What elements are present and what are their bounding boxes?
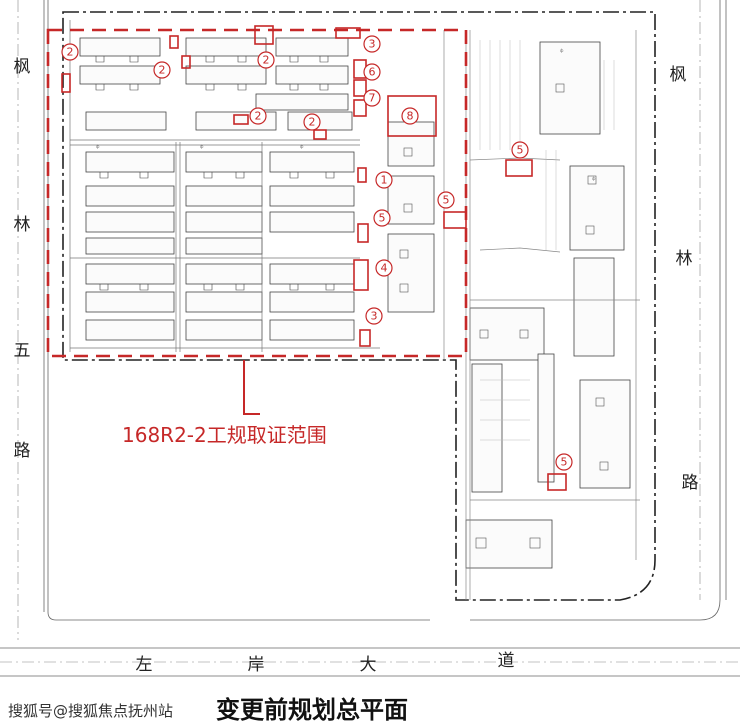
svg-text:ф: ф xyxy=(200,144,204,149)
road-name-left: 枫 林 五 路 xyxy=(14,57,31,461)
callout-number: 5 xyxy=(379,212,386,225)
callout-number: 4 xyxy=(381,262,388,275)
callout-number: 2 xyxy=(263,54,270,67)
internal-roads-left xyxy=(69,20,380,352)
road-char: 五 xyxy=(14,341,31,361)
plan-caption: 变更前规划总平面 xyxy=(216,696,408,724)
callout-number: 3 xyxy=(371,310,378,323)
planning-scope-label: 168R2-2工规取证范围 xyxy=(122,423,327,447)
scope-leader-line xyxy=(243,360,260,415)
annotation-rectangles xyxy=(61,25,567,491)
callout-number: 3 xyxy=(369,38,376,51)
building-notches xyxy=(95,56,335,291)
callout-number: 5 xyxy=(517,144,524,157)
left-residential-rows xyxy=(79,37,355,341)
road-char: 枫 xyxy=(670,65,687,85)
site-boundary xyxy=(62,11,656,601)
callout-number: 8 xyxy=(407,110,414,123)
callout-number: 6 xyxy=(369,66,376,79)
callout-number: 2 xyxy=(67,46,74,59)
callout-number: 5 xyxy=(443,194,450,207)
road-char: 林 xyxy=(676,249,693,269)
callout-circles xyxy=(61,35,573,471)
watermark-text: 搜狐号@搜狐焦点抚州站 xyxy=(8,702,173,720)
callout-number: 2 xyxy=(309,116,316,129)
parking-hatching xyxy=(479,40,615,441)
road-char: 路 xyxy=(14,441,31,461)
road-char: 林 xyxy=(14,215,31,235)
callout-number: 2 xyxy=(159,64,166,77)
road-char: 大 xyxy=(360,655,377,675)
callout-numbers: 2 2 2 2 2 3 6 7 8 1 5 4 3 5 5 5 xyxy=(67,38,568,469)
road-char: 道 xyxy=(498,651,515,671)
road-name-bottom: 左 岸 大 道 xyxy=(136,651,515,675)
drawing-fine-marks: ф ф ф ф ф xyxy=(96,48,596,181)
road-char: 路 xyxy=(682,473,699,493)
svg-text:ф: ф xyxy=(300,144,304,149)
building-details xyxy=(399,83,609,549)
road-char: 枫 xyxy=(14,57,31,77)
svg-text:ф: ф xyxy=(96,144,100,149)
road-char: 岸 xyxy=(248,655,265,675)
central-buildings xyxy=(387,41,631,569)
callout-number: 5 xyxy=(561,456,568,469)
svg-text:ф: ф xyxy=(592,176,596,181)
callout-number: 7 xyxy=(369,92,376,105)
callout-number: 1 xyxy=(381,174,388,187)
road-centerlines xyxy=(0,0,740,663)
road-name-right: 枫 林 路 xyxy=(670,65,699,493)
road-char: 左 xyxy=(136,655,153,675)
svg-text:ф: ф xyxy=(560,48,564,53)
callout-number: 2 xyxy=(255,110,262,123)
